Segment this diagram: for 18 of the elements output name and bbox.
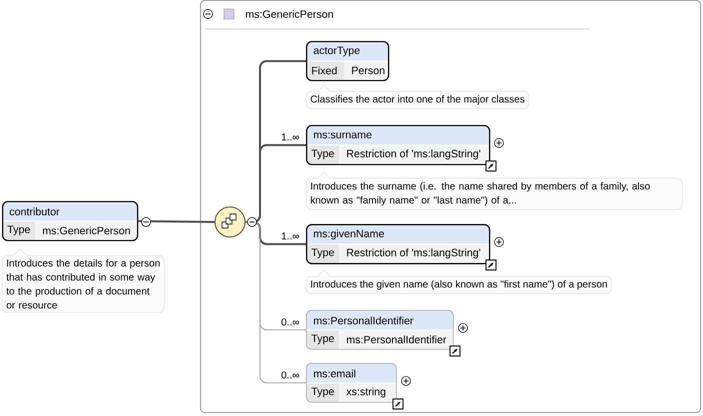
description-callout: Introduces the given name (also known as "first name") of a person — [306, 270, 612, 294]
element-box: ms:givenName Type Restriction of 'ms:langString' — [306, 224, 490, 264]
edge-label: 0..∞ — [282, 318, 299, 326]
element-box: ms:surname Type Restriction of 'ms:langString' — [306, 124, 490, 166]
connector — [245, 222, 306, 384]
edge-label: 1..∞ — [282, 232, 299, 240]
element-box: contributor Type ms:GenericPerson — [2, 200, 138, 242]
edge-label: 0..∞ — [282, 371, 299, 379]
sequence-compositor — [214, 206, 246, 238]
description-callout: Introduces the surname (i.e. the name shared by members of a family, also known as "family name" or "last name") of a... — [306, 172, 683, 210]
edge-label: 1..∞ — [282, 134, 299, 140]
connector — [138, 220, 214, 223]
description-callout: Introduces the details for a person that has contributed in some way to the production of a document or resource — [2, 248, 165, 313]
connector — [246, 220, 306, 246]
element-box: ms:PersonalIdentifier Type ms:PersonalIdentifier — [306, 310, 454, 350]
element-box: actorType Fixed Person — [306, 40, 390, 82]
element-box: ms:email Type xs:string — [306, 362, 397, 403]
description-callout: Classifies the actor into one of the major classes — [306, 84, 530, 109]
